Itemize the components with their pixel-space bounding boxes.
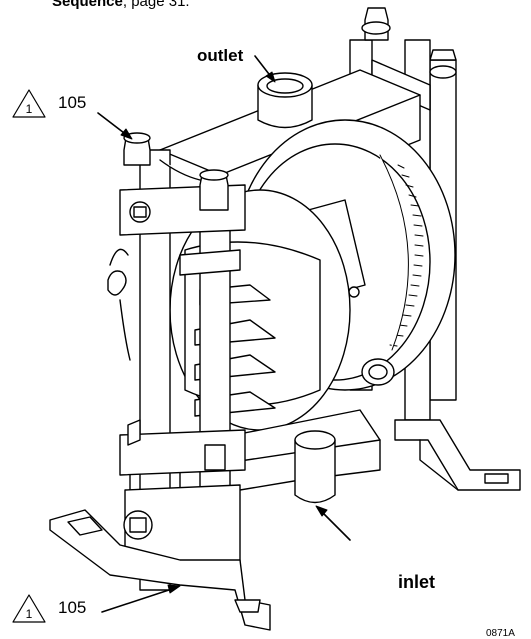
warning-triangle-icon	[12, 89, 46, 118]
leader-arrows	[97, 55, 351, 613]
caption-bold: Sequence	[52, 0, 123, 10]
inlet-label: inlet	[398, 572, 436, 592]
caption-rest: , page 31.	[122, 0, 190, 10]
front-column	[119, 149, 246, 591]
top-bolts	[123, 132, 229, 211]
muffler-ribs	[379, 154, 424, 351]
front-foot	[49, 509, 271, 631]
warning-triangle-icon	[12, 594, 46, 623]
callout-number-bottom: 105	[58, 598, 87, 617]
caption-text: Sequence, page 31.	[52, 0, 190, 10]
outlet-label: outlet	[197, 46, 244, 65]
callout-symbol-bottom: 1	[26, 607, 33, 621]
callout-number-top: 105	[58, 93, 87, 112]
callout-triangles	[12, 89, 46, 623]
callout-symbol-top: 1	[26, 102, 33, 116]
ground-chain	[107, 248, 131, 361]
figure-id: 0871A	[486, 628, 515, 639]
